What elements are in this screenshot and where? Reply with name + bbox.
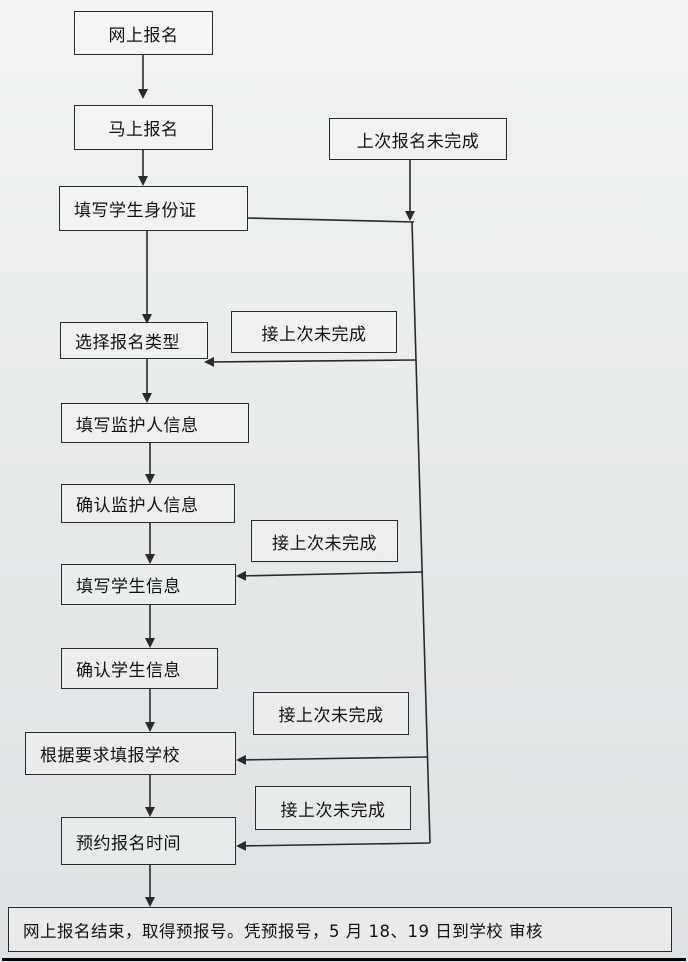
line-student-id-to-branch xyxy=(247,217,415,223)
step-fill-guardian-label: 填写监护人信息 xyxy=(76,415,199,436)
arrow-branch-to-book-time xyxy=(236,840,431,851)
step-select-type: 选择报名类型 xyxy=(60,322,208,359)
step-confirm-guardian: 确认监护人信息 xyxy=(61,484,235,523)
step-book-time-label: 预约报名时间 xyxy=(76,833,181,854)
resume-note-1-label: 接上次未完成 xyxy=(261,324,367,345)
step-fill-school: 根据要求填报学校 xyxy=(25,732,236,775)
step-apply-now: 马上报名 xyxy=(74,105,213,150)
step-fill-student-info-label: 填写学生信息 xyxy=(76,577,181,597)
step-confirm-student-info-label: 确认学生信息 xyxy=(76,661,181,681)
step-fill-student-id: 填写学生身份证 xyxy=(59,186,248,231)
step-fill-student-id-label: 填写学生身份证 xyxy=(74,201,197,221)
resume-note-4-label: 接上次未完成 xyxy=(280,800,386,821)
step-fill-school-label: 根据要求填报学校 xyxy=(40,746,180,766)
resume-note-3: 接上次未完成 xyxy=(253,692,409,735)
step-apply-online-label: 网上报名 xyxy=(108,25,179,46)
resume-note-2-label: 接上次未完成 xyxy=(272,533,377,554)
step-last-incomplete: 上次报名未完成 xyxy=(329,118,507,160)
step-fill-guardian: 填写监护人信息 xyxy=(61,403,249,443)
step-confirm-student-info: 确认学生信息 xyxy=(61,648,218,689)
resume-note-1: 接上次未完成 xyxy=(231,311,397,353)
arrow-branch-to-school xyxy=(236,754,429,765)
step-fill-student-info: 填写学生信息 xyxy=(61,564,236,605)
step-apply-online: 网上报名 xyxy=(74,11,213,55)
final-step-label: 网上报名结束，取得预报号。凭预报号，5 月 18、19 日到学校 审核 xyxy=(23,921,543,941)
resume-note-4: 接上次未完成 xyxy=(255,786,411,830)
final-step: 网上报名结束，取得预报号。凭预报号，5 月 18、19 日到学校 审核 xyxy=(8,907,672,952)
step-apply-now-label: 马上报名 xyxy=(108,120,179,140)
step-last-incomplete-label: 上次报名未完成 xyxy=(356,131,480,152)
arrow-branch-to-select-type xyxy=(204,356,417,367)
line-branch-vertical xyxy=(411,221,431,844)
resume-note-3-label: 接上次未完成 xyxy=(278,706,384,726)
step-confirm-guardian-label: 确认监护人信息 xyxy=(76,496,199,516)
bottom-border xyxy=(2,958,686,961)
arrow-branch-to-student-info xyxy=(236,570,424,581)
step-book-time: 预约报名时间 xyxy=(61,817,236,865)
step-select-type-label: 选择报名类型 xyxy=(75,333,180,353)
resume-note-2: 接上次未完成 xyxy=(251,520,398,562)
